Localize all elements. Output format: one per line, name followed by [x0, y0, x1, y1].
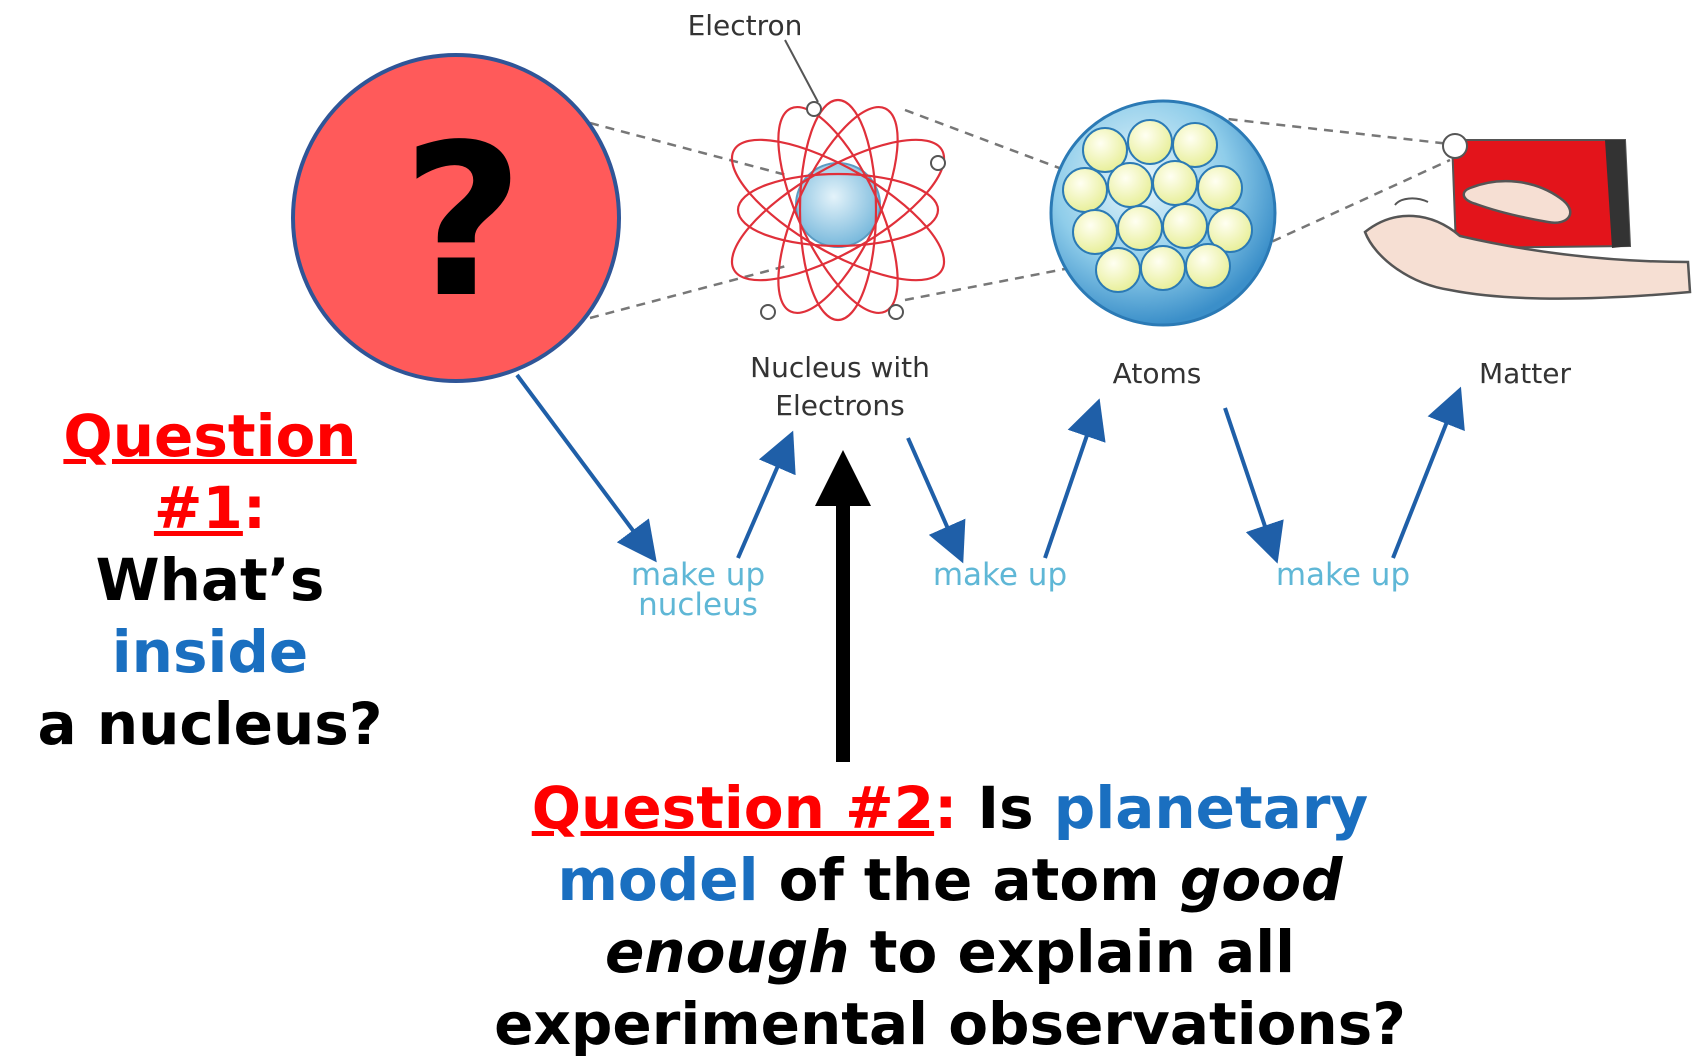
question1-block: Question #1: What’s inside a nucleus?: [0, 400, 420, 760]
question2-word-enough: enough: [604, 918, 850, 986]
question1-title: Question #1: [63, 402, 357, 542]
question1-colon: :: [242, 474, 267, 542]
question2-of-the-atom: of the atom: [758, 846, 1180, 914]
arrow-nucleus-to-makeup: [906, 437, 966, 564]
question1-keyword-inside: inside: [111, 618, 309, 686]
label-nucleus-line1: Nucleus with: [750, 351, 930, 384]
question2-colon: :: [934, 774, 958, 842]
label-make-up-3: make up: [1276, 557, 1410, 593]
question-circle-icon: ?: [291, 53, 621, 383]
atom-orbit-icon: [730, 39, 946, 322]
question1-line4: a nucleus?: [37, 690, 383, 758]
question2-to-explain: to explain all: [849, 918, 1296, 986]
question1-line2: What’s: [95, 546, 325, 614]
label-matter: Matter: [1479, 357, 1572, 390]
question2-line4: experimental observations?: [494, 990, 1406, 1058]
label-atoms: Atoms: [1113, 357, 1202, 390]
arrow-makeup-to-atoms: [1043, 398, 1106, 559]
question2-word-good: good: [1179, 846, 1343, 914]
arrow-atoms-to-makeup: [1223, 407, 1284, 564]
arrow-circle-to-makeup: [515, 373, 657, 563]
label-electron: Electron: [688, 9, 803, 42]
question2-keyword-model: model: [557, 846, 759, 914]
question2-block: Question #2: Is planetary model of the a…: [470, 772, 1430, 1060]
question2-word-is: Is: [957, 774, 1054, 842]
question2-title: Question #2: [531, 774, 935, 842]
label-make-up-1: make up: [631, 557, 765, 593]
hand-holding-block-icon: [1363, 133, 1692, 300]
sphere-of-atoms-icon: [1049, 99, 1277, 327]
make-up-arrows: [515, 373, 1465, 564]
question-mark: ?: [402, 99, 524, 344]
arrow-makeup-to-matter: [1391, 386, 1465, 559]
dashed-connectors: [589, 108, 1451, 320]
label-make-up-nucleus: nucleus: [638, 587, 758, 623]
label-make-up-2: make up: [933, 557, 1067, 593]
question2-keyword-planetary: planetary: [1053, 774, 1369, 842]
arrow-makeup-to-nucleus: [736, 430, 796, 559]
label-nucleus-line2: Electrons: [775, 389, 904, 422]
